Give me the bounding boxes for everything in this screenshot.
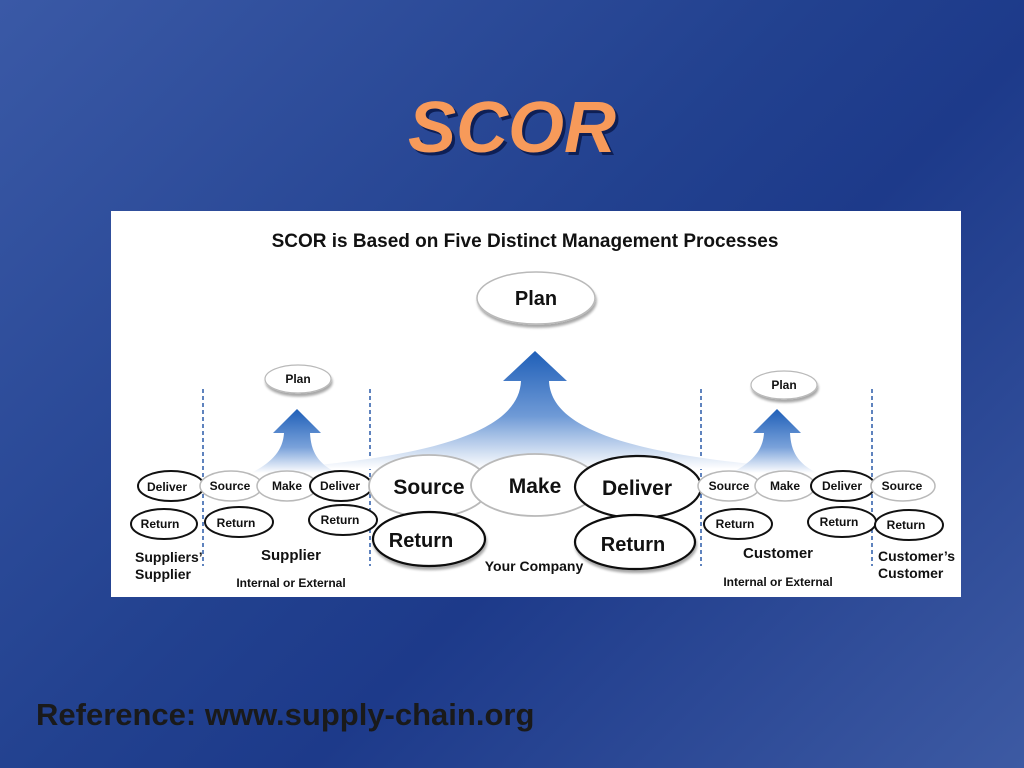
center-plan-label: Plan <box>515 288 557 310</box>
supplier-source-label: Source <box>210 479 251 493</box>
supplier-return-right-oval <box>308 504 378 536</box>
center-return-right-oval <box>573 513 697 571</box>
scor-diagram-svg: SCOR is Based on Five Distinct Managemen… <box>130 231 955 590</box>
supplier-up-arrow <box>251 409 337 473</box>
supplier-return-left-oval <box>204 506 274 538</box>
center-source-label: Source <box>393 476 464 499</box>
customer-source-label: Source <box>709 479 750 493</box>
ss-return-oval <box>130 508 198 540</box>
ss-label-line2: Supplier <box>135 566 192 582</box>
cc-return-oval <box>874 509 944 541</box>
cc-label-line1: Customer’s <box>878 548 955 564</box>
supplier-sublabel: Internal or External <box>236 576 345 590</box>
center-return-left-label: Return <box>389 530 453 552</box>
cc-return-label: Return <box>887 518 926 532</box>
supplier-plan-oval <box>264 364 332 394</box>
center-plan-oval <box>476 271 596 325</box>
supplier-label: Supplier <box>261 547 321 564</box>
ss-deliver-label: Deliver <box>147 480 187 494</box>
supplier-return-right-label: Return <box>321 513 360 527</box>
center-company-label: Your Company <box>485 558 584 574</box>
diagram-heading: SCOR is Based on Five Distinct Managemen… <box>272 231 779 252</box>
customer-return-left-label: Return <box>716 517 755 531</box>
customer-plan-label: Plan <box>771 378 796 392</box>
supplier-deliver-label: Deliver <box>320 479 360 493</box>
cc-source-oval <box>870 470 936 502</box>
customer-label: Customer <box>743 545 813 562</box>
reference-text: Reference: www.supply-chain.org <box>36 697 535 732</box>
customer-sublabel: Internal or External <box>723 575 832 589</box>
cc-label-line2: Customer <box>878 565 944 581</box>
customer-plan-oval <box>750 370 818 400</box>
supplier-plan-label: Plan <box>285 372 310 386</box>
center-return-left-oval <box>371 510 487 568</box>
customer-up-arrow <box>731 409 817 473</box>
ss-label-line1: Suppliers’ <box>135 549 203 565</box>
cc-source-label: Source <box>882 479 923 493</box>
customer-deliver-label: Deliver <box>822 479 862 493</box>
center-deliver-label: Deliver <box>602 477 672 500</box>
customer-return-left-oval <box>703 508 773 540</box>
customer-return-right-label: Return <box>820 515 859 529</box>
center-make-label: Make <box>509 475 562 498</box>
supplier-return-left-label: Return <box>217 516 256 530</box>
slide-title: SCOR <box>407 88 617 168</box>
customer-make-label: Make <box>770 479 800 493</box>
big-up-arrow <box>271 351 811 469</box>
center-return-right-label: Return <box>601 534 665 556</box>
ss-return-label: Return <box>141 517 180 531</box>
supplier-make-label: Make <box>272 479 302 493</box>
scor-diagram: SCOR is Based on Five Distinct Managemen… <box>111 211 961 597</box>
